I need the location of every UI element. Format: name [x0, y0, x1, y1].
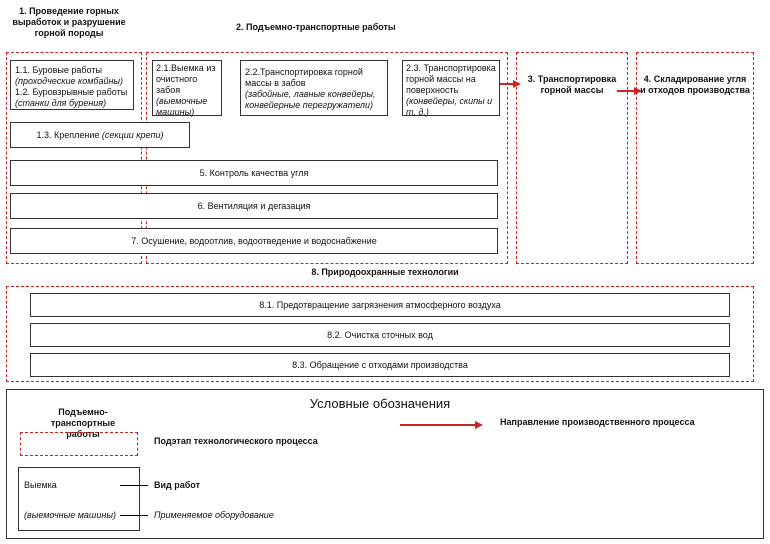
stage-3-frame [516, 52, 628, 264]
legend-title: Условные обозначения [309, 396, 451, 411]
legend-equip-example: (выемочные машины) [24, 510, 116, 520]
b11-equipment: (проходческие комбайны) [15, 76, 124, 86]
legend-work-example: Выемка [24, 480, 57, 490]
b13-label: 1.3. Крепление [36, 130, 100, 140]
box-support: 1.3. Крепление (секции крепи) [10, 122, 190, 148]
b22-label: 2.2.Транспортировка горной массы в забов [245, 67, 363, 88]
b23-label: 2.3. Транспортировка горной массы на пов… [406, 63, 496, 95]
stage-1-title: 1. Проведение горных выработок и разруше… [12, 6, 126, 38]
b21-label: 2.1.Выемка из очистного забоя [156, 63, 216, 95]
b13-equipment: (секции крепи) [101, 130, 164, 140]
box-wastewater: 8.2. Очистка сточных вод [30, 323, 730, 347]
box-face-transport: 2.2.Транспортировка горной массы в забов… [240, 60, 388, 116]
legend-substage-example: Подъемно-транспортные работы [50, 407, 116, 439]
stage-1-frame [6, 52, 142, 264]
legend-equip-connector [120, 515, 148, 516]
stage-4-frame [636, 52, 754, 264]
box-air-pollution: 8.1. Предотвращение загрязнения атмосфер… [30, 293, 730, 317]
legend-work-label: Вид работ [154, 480, 200, 490]
legend-direction-label: Направление производственного процесса [500, 417, 695, 427]
stage-8-title: 8. Природоохранные технологии [311, 267, 459, 277]
b21-equipment: (выемочные машины) [156, 96, 208, 117]
box-drilling: 1.1. Буровые работы (проходческие комбай… [10, 60, 134, 110]
stage-2-title: 2. Подъемно-транспортные работы [236, 22, 396, 32]
box-ventilation: 6. Вентиляция и дегазация [10, 193, 498, 219]
legend-direction-arrow [400, 421, 483, 428]
stage-2-frame [146, 52, 508, 264]
b11-label: 1.1. Буровые работы [15, 65, 102, 75]
b12-equipment: (станки для бурения) [15, 98, 107, 108]
box-quality-control: 5. Контроль качества угля [10, 160, 498, 186]
legend-frame [6, 389, 764, 539]
legend-work-connector [120, 485, 148, 486]
stage-4-title: 4. Складирование угля и отходов производ… [640, 74, 750, 95]
direction-arrow-2-3 [500, 80, 521, 87]
stage-3-title: 3. Транспортировка горной массы [527, 74, 617, 95]
box-waste-handling: 8.3. Обращение с отходами производства [30, 353, 730, 377]
legend-equip-label: Применяемое оборудование [154, 510, 274, 520]
legend-work-box [18, 467, 140, 531]
stage-8-frame [6, 286, 754, 382]
direction-arrow-3-4 [617, 87, 642, 94]
legend-substage-label: Подэтап технологического процесса [154, 436, 318, 446]
box-drainage: 7. Осушение, водоотлив, водоотведение и … [10, 228, 498, 254]
b22-equipment: (забойные, лавные конвейеры, конвейерные… [245, 89, 376, 110]
legend-substage-swatch [20, 432, 138, 456]
box-excavation: 2.1.Выемка из очистного забоя (выемочные… [152, 60, 222, 117]
b12-label: 1.2. Буровзрывные работы [15, 87, 128, 97]
b23-equipment: (конвейеры, скипы и т. д.) [406, 96, 493, 117]
box-surface-transport: 2.3. Транспортировка горной массы на пов… [402, 60, 500, 117]
